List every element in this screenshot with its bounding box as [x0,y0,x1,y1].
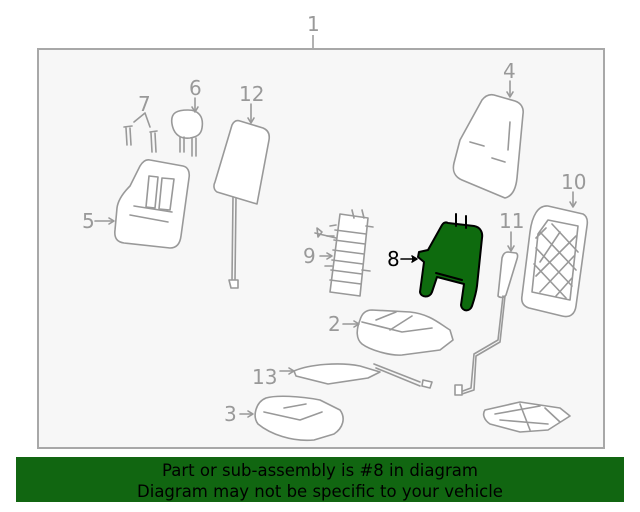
part-10-back-panel[interactable] [520,191,589,318]
banner-disclaimer: Diagram may not be specific to your vehi… [137,482,503,501]
callout-5[interactable]: 5 [82,209,95,233]
callout-8[interactable]: 8 [387,247,400,271]
callout-13[interactable]: 13 [252,365,278,389]
callout-10[interactable]: 10 [561,170,587,194]
callout-11[interactable]: 11 [499,209,525,233]
callout-1[interactable]: 1 [307,12,320,36]
callout-7[interactable]: 7 [138,92,151,116]
part-12-heater-element[interactable] [213,103,271,289]
callout-3[interactable]: 3 [224,402,237,426]
part-2-seat-cushion-cover[interactable] [342,309,454,356]
banner-part-note: Part or sub-assembly is #8 in diagram [162,461,478,480]
part-4-seat-back-cover[interactable] [452,80,524,199]
part-7-headrest-guides[interactable] [123,112,158,153]
part-9-lumbar-support[interactable] [314,209,374,297]
seat-track[interactable] [482,401,571,433]
part-3-seat-cushion-pad[interactable] [239,395,344,442]
part-11-side-air-bag[interactable] [454,231,519,396]
callout-2[interactable]: 2 [328,312,341,336]
callout-6[interactable]: 6 [189,76,202,100]
callout-9[interactable]: 9 [303,244,316,268]
callout-12[interactable]: 12 [239,82,265,106]
callout-8-arrow [400,255,418,263]
part-8-seat-back-frame[interactable] [417,213,484,312]
info-banner: Part or sub-assembly is #8 in diagram Di… [16,457,624,502]
callout-4[interactable]: 4 [503,59,516,83]
part-6-headrest[interactable] [170,97,204,157]
part-13-cushion-heater[interactable] [279,363,433,389]
part-5-seat-back-pad[interactable] [94,158,191,249]
